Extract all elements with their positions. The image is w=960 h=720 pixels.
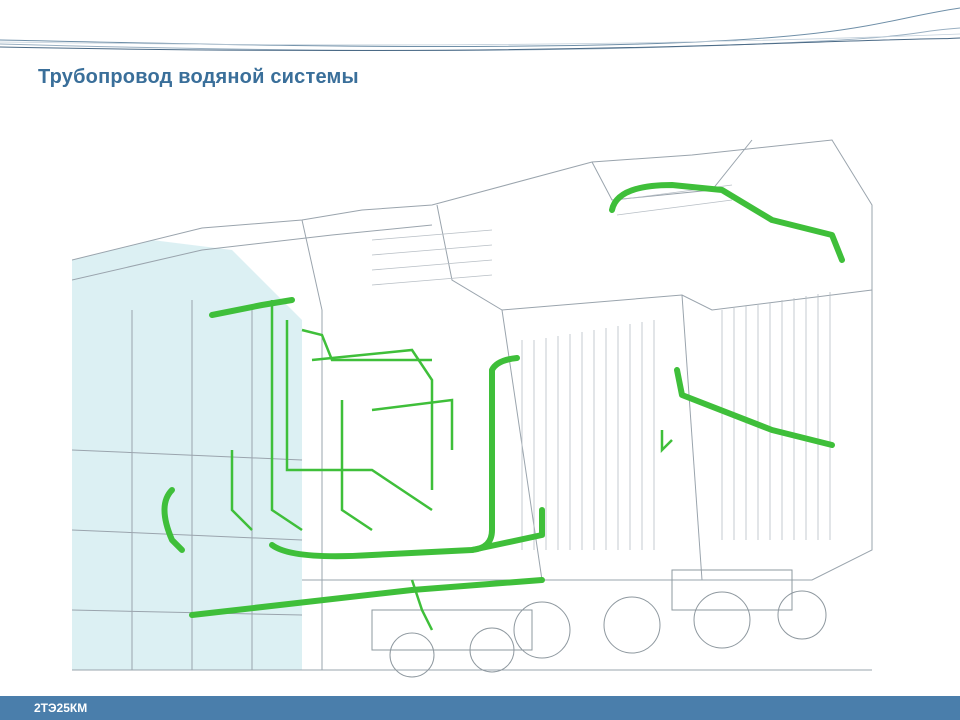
footer-bar: 2ТЭ25КМ [0, 696, 960, 720]
footer-label: 2ТЭ25КМ [34, 701, 88, 715]
header-decorative-lines [0, 7, 960, 51]
locomotive-piping-illustration [72, 139, 873, 678]
slide-title: Трубопровод водяной системы [38, 66, 359, 88]
